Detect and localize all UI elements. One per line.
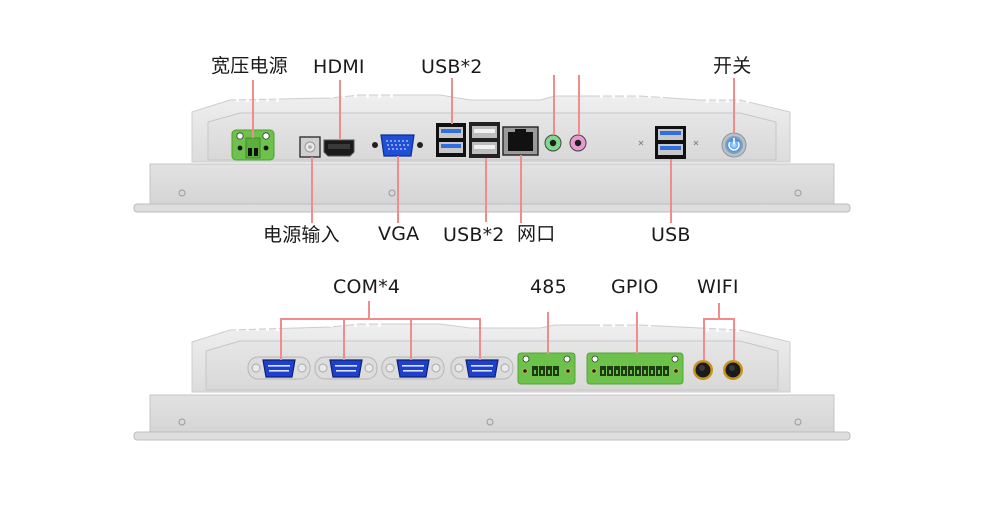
leader-vga [397,156,399,223]
label-hdmi: HDMI [313,56,365,78]
leader-usb [670,159,672,223]
leader-lan [520,155,522,223]
power-button-icon [721,132,747,158]
rj45-lan-port [502,126,539,156]
label-com-4: COM*4 [333,276,401,298]
wifi-antenna-2 [723,360,743,380]
usb3-port-right [655,126,686,159]
label-usb: USB [651,224,691,246]
com-port-1 [247,356,311,380]
leader-gpio [636,312,638,354]
vga-port [372,134,423,157]
label-usb-2-top: USB*2 [421,56,483,78]
leader-hdmi [339,80,341,140]
label-vga: VGA [378,223,420,245]
com-port-4 [450,356,514,380]
leader-com-bar [280,318,480,320]
label-gpio: GPIO [611,276,659,298]
label-wide-voltage-power: 宽压电源 [211,55,288,77]
label-wifi: WIFI [697,276,739,298]
leader-com-1 [280,318,282,360]
label-lan: 网口 [517,223,556,245]
leader-audio-out [553,75,555,135]
usb2-dual-port [469,122,500,158]
dc-power-jack [299,136,321,158]
audio-out-jack [544,134,562,152]
label-usb-2-bottom: USB*2 [443,224,505,246]
leader-com-stem [368,301,370,318]
label-power-switch: 开关 [713,55,752,77]
label-485: 485 [530,276,567,298]
leader-com-3 [410,318,412,360]
leader-usb2-top [451,78,453,124]
usb3-dual-port [436,123,466,157]
audio-in-jack [569,134,587,152]
hdmi-port [323,139,355,157]
wifi-antenna-1 [693,360,713,380]
leader-com-2 [343,318,345,360]
leader-audio-in [578,75,580,135]
leader-usb2-bottom [485,158,487,222]
leader-com-4 [479,318,481,360]
leader-wifi-2 [733,318,735,360]
leader-485 [547,312,549,354]
gpio-terminal [586,352,684,385]
wide-voltage-terminal-connector [231,129,275,161]
leader-wide-voltage [252,80,254,138]
label-power-input: 电源输入 [263,224,340,246]
leader-wifi-stem [718,303,720,319]
bottom-chassis [133,321,851,441]
rs485-terminal [517,352,576,385]
com-port-2 [314,356,378,380]
leader-power-switch [733,78,735,133]
leader-wifi-bar [703,318,734,320]
com-port-3 [381,356,445,380]
leader-wifi-1 [703,318,705,360]
leader-power-input [311,157,313,223]
